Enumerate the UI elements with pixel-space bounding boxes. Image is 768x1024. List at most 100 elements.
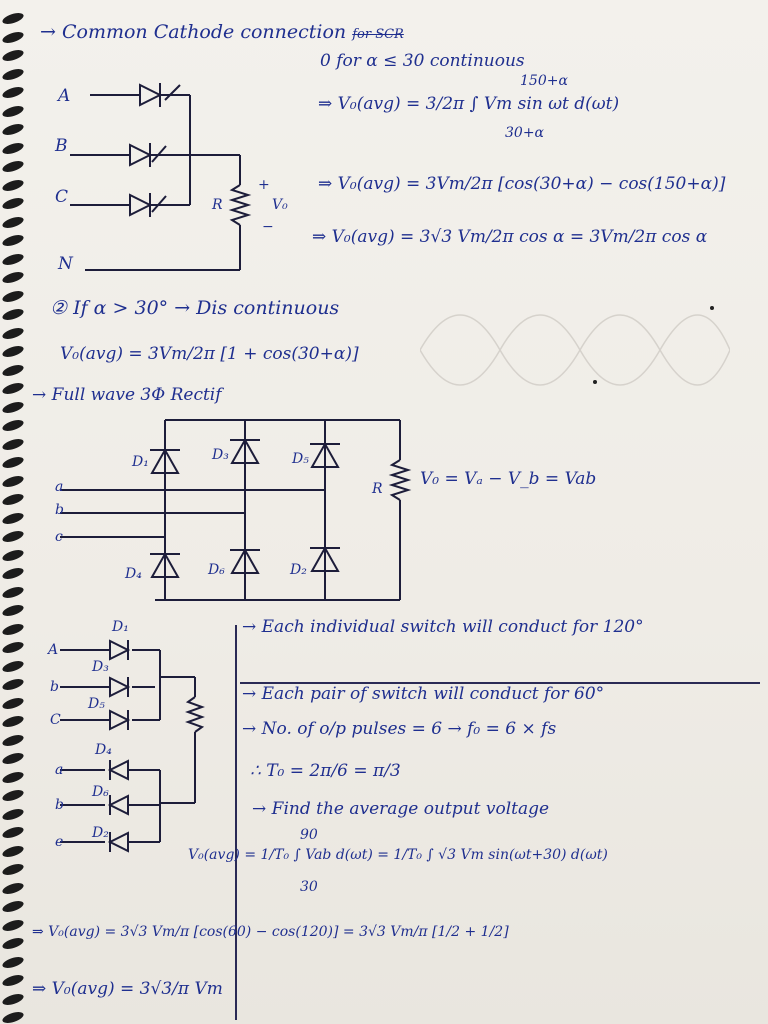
node-label-a: A: [58, 86, 71, 106]
spiral-ring: [1, 621, 25, 637]
spiral-ring: [1, 528, 25, 545]
node-label-n: N: [58, 254, 73, 274]
spiral-ring: [1, 121, 25, 138]
label-d5: D₅: [292, 451, 309, 467]
spiral-ring: [1, 436, 25, 452]
full-wave-bridge-circuit: [60, 419, 412, 601]
bridge-node-a: a: [55, 479, 64, 495]
integral-lower-limit: 30+α: [505, 125, 544, 141]
split-label-e2: e: [55, 834, 64, 850]
split-label-c: C: [50, 712, 61, 728]
eq-vo-vab: V₀ = Vₐ − V_b = Vab: [420, 469, 597, 489]
note-find-average: → Find the average output voltage: [252, 799, 550, 819]
full-wave-title: → Full wave 3Φ Rectif: [32, 385, 222, 405]
resistor-label: R: [212, 197, 223, 213]
spiral-ring: [1, 362, 25, 378]
spiral-ring: [1, 29, 25, 45]
margin-horizontal-line: [240, 682, 760, 684]
diode-d1: [150, 447, 180, 474]
bridge-load-resistor: [388, 459, 412, 501]
label-d3: D₃: [212, 447, 229, 463]
spiral-ring: [1, 66, 25, 82]
split-d6: D₆: [92, 784, 109, 800]
section1-subtitle: 0 for α ≤ 30 continuous: [320, 51, 525, 71]
note-pulses: → No. of o/p pulses = 6 → f₀ = 6 × fs: [242, 719, 557, 739]
diode-a: [139, 83, 181, 107]
vo-label: V₀: [272, 197, 288, 213]
spiral-ring: [1, 417, 25, 434]
bridge-resistor-label: R: [372, 481, 383, 497]
spiral-ring: [1, 251, 25, 267]
split-d5: D₅: [88, 696, 105, 712]
spiral-ring: [1, 843, 25, 859]
spiral-ring: [1, 750, 25, 767]
diode-d6: [230, 547, 260, 574]
label-d4: D₄: [125, 566, 142, 582]
split-d3: D₃: [92, 659, 109, 675]
label-d6: D₆: [208, 562, 225, 578]
spiral-ring: [1, 84, 25, 101]
spiral-ring: [1, 473, 25, 489]
split-label-b2: b: [55, 797, 64, 813]
spiral-ring: [1, 935, 25, 952]
spiral-ring: [1, 510, 25, 526]
spiral-ring: [1, 584, 25, 600]
eq-avg-2: ⇒ V₀(avg) = 3Vm/2π [cos(30+α) − cos(150+…: [318, 174, 726, 194]
spiral-ring: [1, 103, 25, 119]
note-pair-60: → Each pair of switch will conduct for 6…: [242, 684, 605, 704]
split-load-resistor: [185, 696, 205, 733]
eq-avg-1: ⇒ V₀(avg) = 3/2π ∫ Vm sin ωt d(ωt): [318, 94, 620, 114]
spiral-ring: [1, 880, 25, 896]
minus-sign: −: [262, 219, 274, 235]
limit-upper: 90: [300, 827, 318, 843]
spiral-ring: [1, 1009, 25, 1024]
eq-discontinuous: V₀(avg) = 3Vm/2π [1 + cos(30+α)]: [60, 344, 359, 364]
spiral-ring: [1, 195, 25, 212]
diode-b: [129, 143, 167, 167]
bridge-node-b: b: [55, 502, 64, 518]
bridge-node-c: c: [55, 529, 63, 545]
eq-average-cos: ⇒ V₀(avg) = 3√3 Vm/π [cos(60) − cos(120)…: [32, 924, 509, 940]
spiral-ring: [1, 269, 25, 286]
integral-upper-limit: 150+α: [520, 73, 568, 89]
spiral-ring: [1, 898, 25, 915]
spiral-ring: [1, 288, 25, 304]
spiral-ring: [1, 806, 25, 822]
label-d1: D₁: [132, 454, 149, 470]
spiral-ring: [1, 695, 25, 711]
spiral-ring: [1, 380, 25, 397]
split-d4: D₄: [95, 742, 112, 758]
diode-c: [129, 193, 167, 217]
node-label-b: B: [55, 136, 68, 156]
spiral-ring: [1, 177, 25, 193]
spiral-ring: [1, 491, 25, 508]
eq-average-final: ⇒ V₀(avg) = 3√3/π Vm: [32, 979, 223, 999]
spiral-ring: [1, 732, 25, 748]
spiral-ring: [1, 787, 25, 804]
node-label-c: C: [55, 187, 69, 207]
spiral-ring: [1, 991, 25, 1007]
discontinuous-condition: ② If α > 30° → Dis continuous: [50, 297, 340, 319]
eq-avg-3: ⇒ V₀(avg) = 3√3 Vm/2π cos α = 3Vm/2π cos…: [312, 227, 708, 247]
diode-d4: [150, 551, 180, 578]
spiral-ring: [1, 565, 25, 582]
struck-text: for SCR: [352, 27, 404, 42]
spiral-ring: [1, 917, 25, 933]
spiral-ring: [1, 547, 25, 563]
limit-lower: 30: [300, 879, 318, 895]
spiral-ring: [1, 343, 25, 360]
common-cathode-circuit: [70, 83, 252, 271]
load-resistor: [228, 184, 252, 226]
spiral-ring: [1, 676, 25, 693]
spiral-ring: [1, 232, 25, 249]
spiral-ring: [1, 954, 25, 970]
margin-vertical-line: [235, 625, 237, 1020]
spiral-ring: [1, 602, 25, 619]
spiral-ring: [1, 214, 25, 230]
split-label-a2: a: [55, 762, 64, 778]
split-d2: D₂: [92, 825, 109, 841]
split-diode-circuit: [60, 639, 205, 853]
spiral-ring: [1, 972, 25, 989]
note-period: ∴ T₀ = 2π/6 = π/3: [250, 761, 401, 781]
